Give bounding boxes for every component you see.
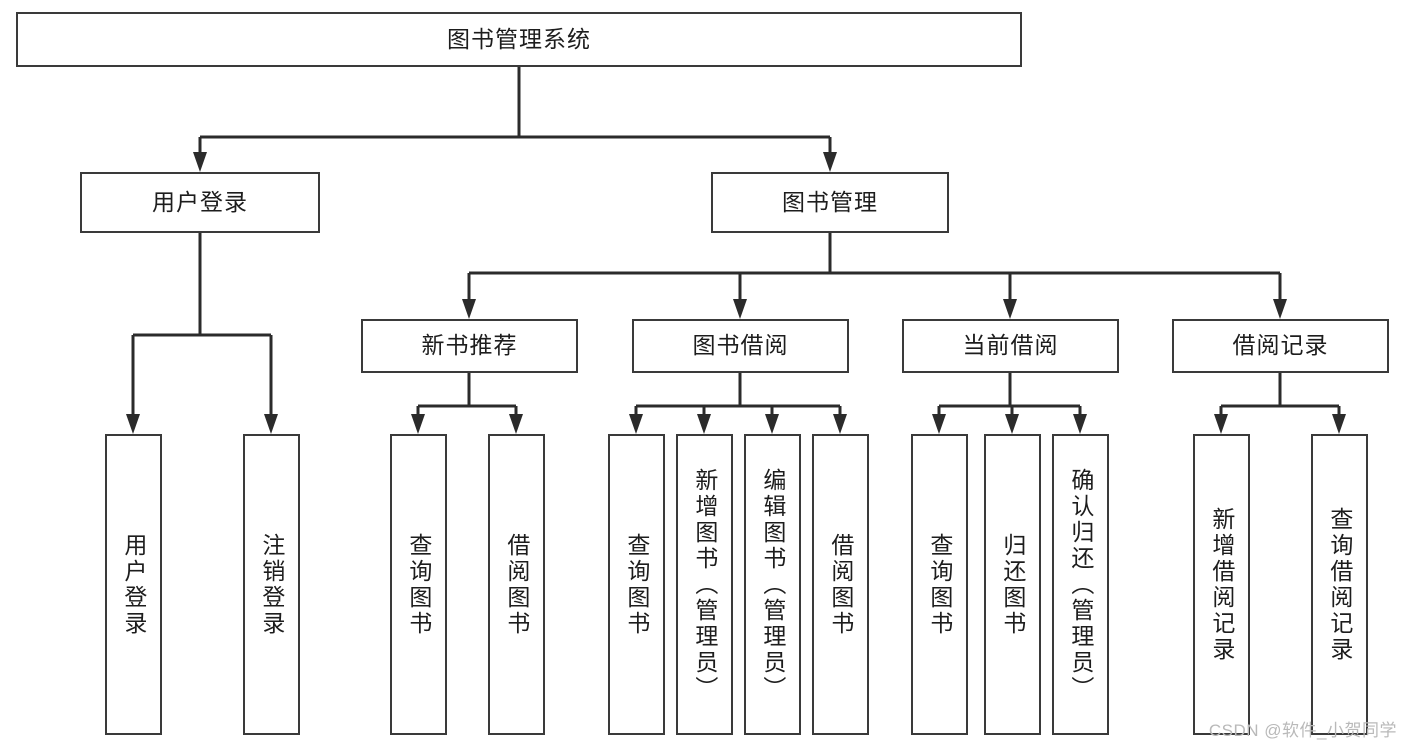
node-new-book-recommend[interactable]: 新书推荐 bbox=[361, 319, 578, 373]
node-user-login[interactable]: 用户登录 bbox=[80, 172, 320, 233]
arrowhead-icon bbox=[1214, 414, 1228, 434]
arrowhead-icon bbox=[932, 414, 946, 434]
leaf-add-book-admin[interactable]: 新增图书（管理员） bbox=[676, 434, 733, 735]
leaf-logout-login[interactable]: 注销登录 bbox=[243, 434, 300, 735]
leaf-add-borrow-record[interactable]: 新增借阅记录 bbox=[1193, 434, 1250, 735]
node-current-borrow[interactable]: 当前借阅 bbox=[902, 319, 1119, 373]
leaf-query-book-rec[interactable]: 查询图书 bbox=[390, 434, 447, 735]
arrowhead-icon bbox=[1005, 414, 1019, 434]
arrowhead-icon bbox=[1073, 414, 1087, 434]
watermark: CSDN @软件_小贺同学 bbox=[1208, 721, 1397, 740]
node-book-borrow[interactable]: 图书借阅 bbox=[632, 319, 849, 373]
arrowhead-icon bbox=[697, 414, 711, 434]
arrowhead-icon bbox=[833, 414, 847, 434]
arrowhead-icon bbox=[509, 414, 523, 434]
arrowhead-icon bbox=[1003, 299, 1017, 319]
arrowhead-icon bbox=[411, 414, 425, 434]
leaf-borrow-book[interactable]: 借阅图书 bbox=[812, 434, 869, 735]
arrowhead-icon bbox=[765, 414, 779, 434]
leaf-borrow-book-rec[interactable]: 借阅图书 bbox=[488, 434, 545, 735]
leaf-query-book-borrow[interactable]: 查询图书 bbox=[608, 434, 665, 735]
leaf-query-borrow-record[interactable]: 查询借阅记录 bbox=[1311, 434, 1368, 735]
leaf-edit-book-admin[interactable]: 编辑图书（管理员） bbox=[744, 434, 801, 735]
node-borrow-record[interactable]: 借阅记录 bbox=[1172, 319, 1389, 373]
arrowhead-icon bbox=[462, 299, 476, 319]
node-root[interactable]: 图书管理系统 bbox=[16, 12, 1022, 67]
arrowhead-icon bbox=[1273, 299, 1287, 319]
arrowhead-icon bbox=[126, 414, 140, 434]
arrowhead-icon bbox=[629, 414, 643, 434]
node-book-manage[interactable]: 图书管理 bbox=[711, 172, 949, 233]
arrowhead-icon bbox=[193, 152, 207, 172]
leaf-confirm-return-admin[interactable]: 确认归还（管理员） bbox=[1052, 434, 1109, 735]
arrowhead-icon bbox=[733, 299, 747, 319]
leaf-return-book[interactable]: 归还图书 bbox=[984, 434, 1041, 735]
leaf-query-book-cur[interactable]: 查询图书 bbox=[911, 434, 968, 735]
arrowhead-icon bbox=[823, 152, 837, 172]
arrowhead-icon bbox=[1332, 414, 1346, 434]
arrowhead-icon bbox=[264, 414, 278, 434]
leaf-user-login[interactable]: 用户登录 bbox=[105, 434, 162, 735]
